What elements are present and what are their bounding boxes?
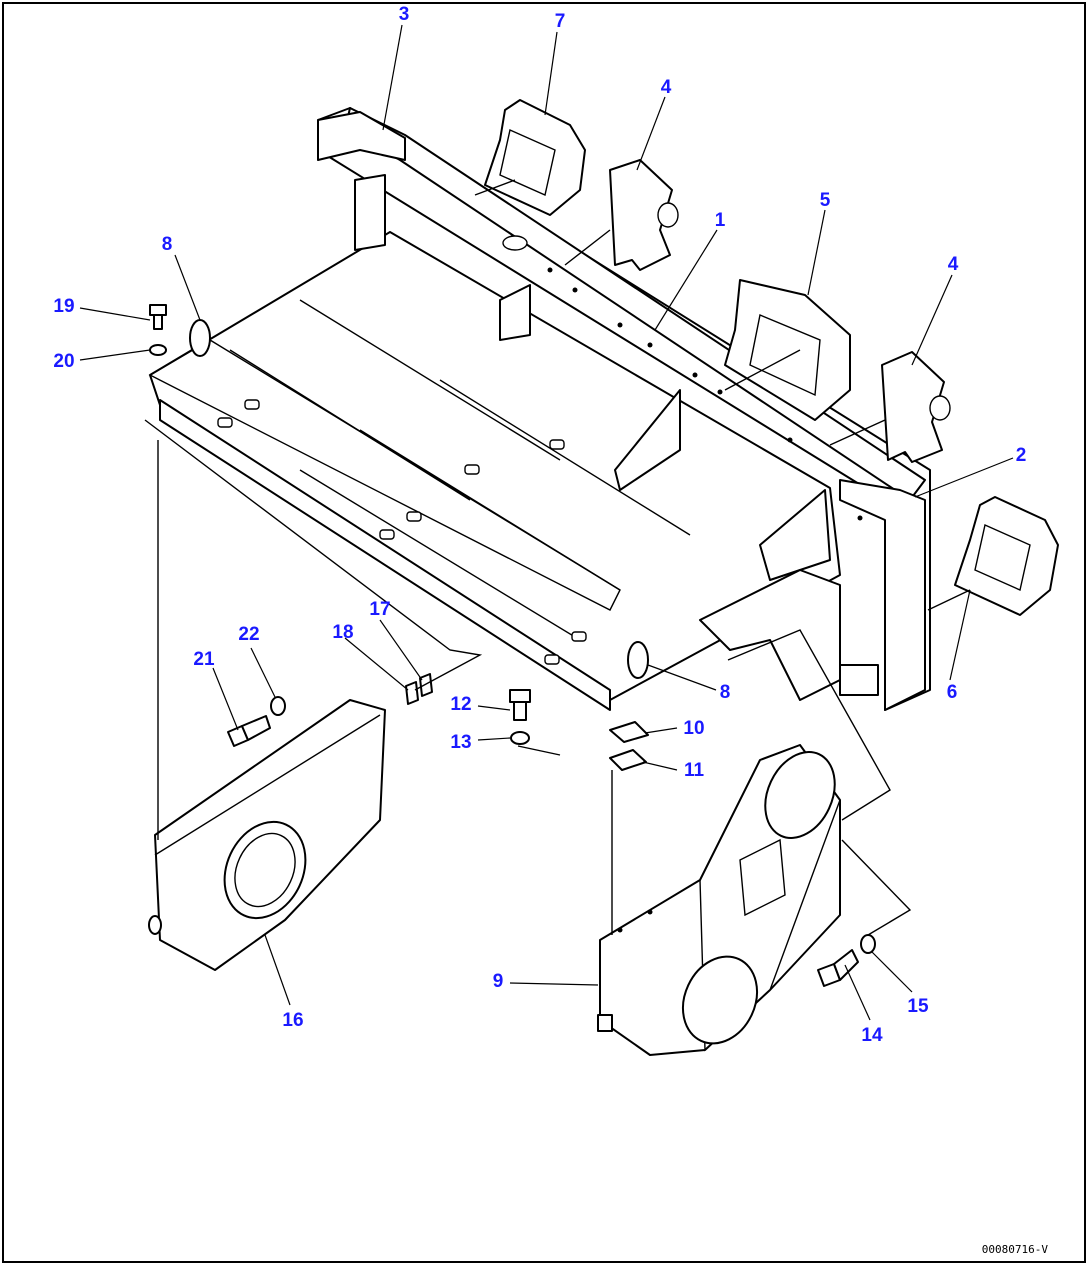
plate-4-lower [881, 351, 951, 463]
callout-5: 5 [820, 190, 831, 211]
callout-4-upper: 4 [661, 77, 672, 98]
callout-4-lower: 4 [948, 254, 959, 275]
callout-11: 11 [684, 760, 705, 781]
callout-20: 20 [53, 351, 74, 372]
callout-17: 17 [369, 599, 390, 620]
floor-slots [217, 399, 587, 665]
callout-8-left: 8 [162, 234, 173, 255]
lifting-eye-8-right [627, 641, 649, 679]
washer-15 [860, 934, 876, 954]
bolt-21 [227, 715, 271, 747]
callout-numbers: 3 7 4 1 5 4 2 6 8 19 20 8 10 11 12 13 17… [53, 4, 1026, 1046]
rail-holes [547, 267, 863, 521]
shim-17 [419, 673, 433, 697]
bracket-7 [484, 99, 586, 216]
bolt-14 [817, 949, 859, 987]
drawing-code: 00080716-V [982, 1243, 1049, 1256]
callout-3: 3 [399, 4, 410, 25]
callout-1: 1 [715, 210, 726, 231]
callout-9: 9 [493, 971, 504, 992]
callout-13: 13 [450, 732, 471, 753]
callout-10: 10 [683, 718, 704, 739]
bracket-5 [724, 279, 851, 421]
callout-7: 7 [555, 11, 566, 32]
alignment-lines [144, 179, 971, 936]
washer-22 [270, 696, 286, 716]
final-drive-case-9 [597, 744, 841, 1056]
callout-16: 16 [282, 1010, 303, 1031]
washer-20 [149, 344, 167, 356]
bolt-19 [149, 304, 167, 330]
callout-19: 19 [53, 296, 74, 317]
plate-4-upper [609, 159, 679, 271]
callout-12: 12 [450, 694, 471, 715]
callout-14: 14 [861, 1025, 883, 1046]
leader-lines [79, 24, 1014, 1021]
callout-22: 22 [238, 624, 259, 645]
callout-18: 18 [332, 622, 353, 643]
callout-15: 15 [907, 996, 929, 1017]
callout-21: 21 [193, 649, 215, 670]
callout-6: 6 [947, 682, 958, 703]
bracket-6 [954, 496, 1059, 616]
shim-10 [609, 721, 649, 743]
bolt-12 [509, 689, 531, 721]
washer-13 [510, 731, 530, 745]
lifting-eye-8-left [189, 319, 211, 357]
callout-2: 2 [1016, 445, 1027, 466]
side-plate-16 [148, 699, 386, 971]
shim-18 [405, 681, 419, 705]
callout-8-right: 8 [720, 682, 731, 703]
shim-11 [609, 749, 647, 771]
